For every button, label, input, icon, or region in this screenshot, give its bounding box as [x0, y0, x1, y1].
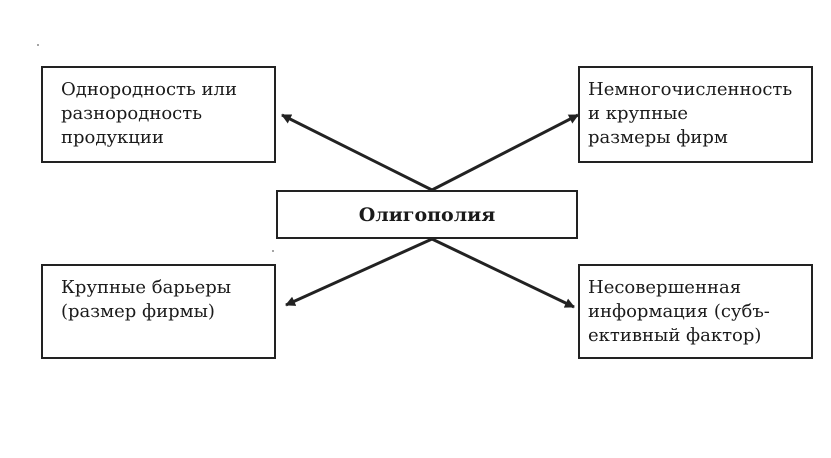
box-top-right: Немногочисленность и крупные размеры фир…: [578, 66, 813, 163]
arrow-to-top-left: [281, 113, 433, 192]
speck: [37, 44, 39, 46]
box-bottom-right: Несовершенная информация (субъ- ективный…: [578, 264, 813, 359]
box-top-left: Однородность или разнородность продукции: [41, 66, 276, 163]
arrow-to-bottom-right: [431, 237, 575, 309]
speck: [272, 250, 274, 252]
arrow-to-bottom-left: [285, 237, 433, 307]
box-bottom-left: Крупные барьеры (размер фирмы): [41, 264, 276, 359]
arrow-to-top-right: [431, 113, 579, 192]
center-box: Олигополия: [276, 190, 578, 239]
